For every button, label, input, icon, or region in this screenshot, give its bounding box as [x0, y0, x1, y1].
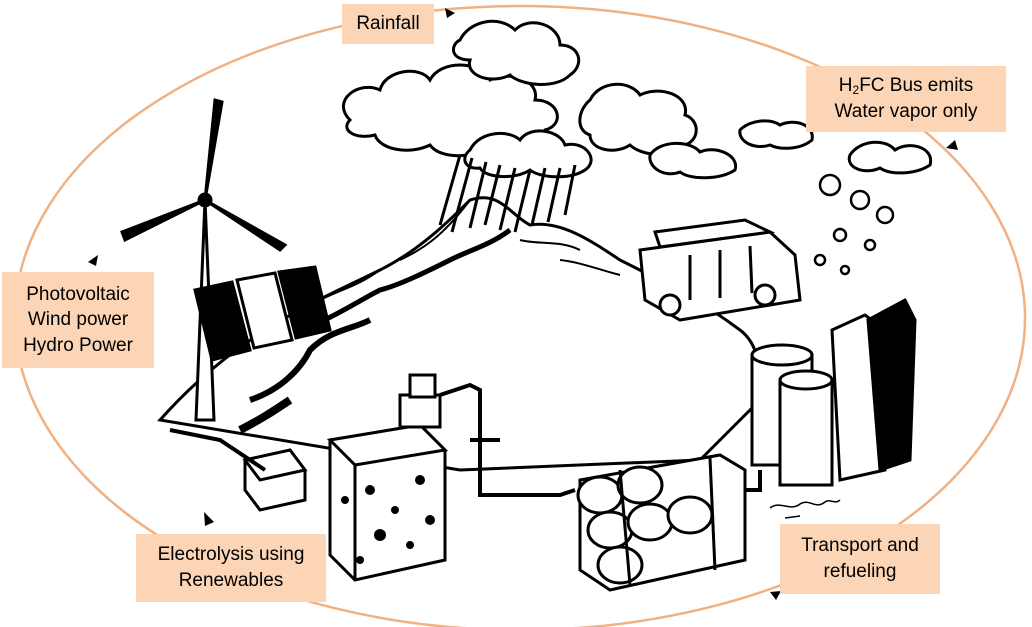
label-power-line1: Photovoltaic	[26, 283, 130, 305]
bus-h: H	[838, 75, 853, 97]
exhaust-puffs	[813, 173, 895, 276]
cycle-arrow-power	[88, 255, 98, 266]
artist-signature	[769, 499, 841, 519]
hills	[157, 196, 762, 472]
solar-panel-icon	[193, 265, 332, 362]
label-transport-line2: refueling	[823, 561, 897, 582]
cycle-arrow-electro	[204, 512, 214, 526]
cycle-arrow-rainfall	[445, 8, 455, 18]
label-transport-line1: Transport and	[801, 535, 919, 557]
label-electro-line2: Renewables	[178, 570, 284, 591]
label-transport: Transport and refueling	[780, 524, 940, 594]
bus-subscript: 2	[852, 83, 860, 98]
cycle-arrow-transport	[770, 591, 781, 600]
hydrogen-cylinders-icon	[576, 453, 747, 592]
label-power-line2: Wind power	[27, 309, 129, 331]
label-bus-line1: H2FC Bus emits	[839, 73, 973, 99]
label-bus-emissions: H2FC Bus emits Water vapor only	[806, 66, 1006, 132]
pipe-icon	[169, 382, 762, 497]
cloud-icon	[342, 19, 933, 180]
label-electro-line1: Electrolysis using	[157, 544, 305, 566]
label-power-line3: Hydro Power	[23, 334, 133, 356]
rain-icon	[438, 154, 577, 233]
bus-rest: FC Bus emits	[859, 75, 974, 97]
electrolyzer-icon	[326, 373, 449, 582]
transformer-box-icon	[242, 448, 308, 512]
storage-tank-icon	[750, 297, 917, 487]
bus-icon	[638, 218, 802, 322]
label-rainfall: Rainfall	[342, 4, 434, 44]
cycle-arrow-bus	[946, 140, 958, 150]
label-power-sources: Photovoltaic Wind power Hydro Power	[2, 272, 154, 368]
label-electrolysis: Electrolysis using Renewables	[136, 534, 326, 602]
label-rainfall-text: Rainfall	[356, 13, 420, 35]
label-bus-line2: Water vapor only	[834, 101, 978, 122]
